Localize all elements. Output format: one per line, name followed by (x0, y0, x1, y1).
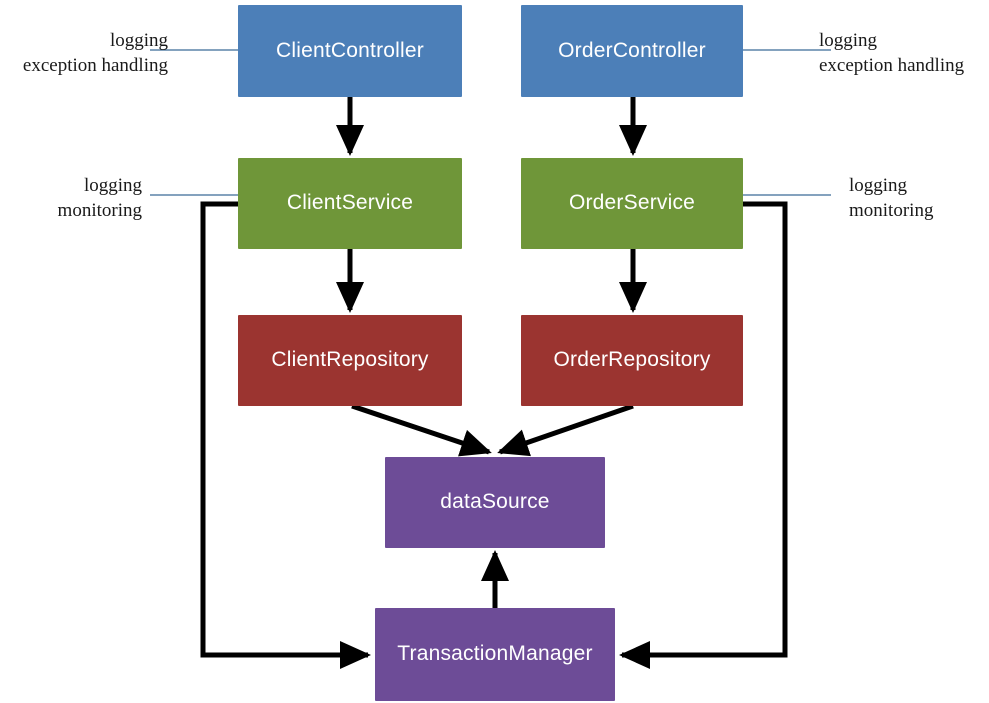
node-client-repository[interactable]: ClientRepository (238, 315, 462, 406)
annotation-right-service-concerns: logging monitoring (849, 175, 934, 222)
edge-client-repository-to-data-source (351, 403, 492, 457)
node-label-client-repository: ClientRepository (271, 348, 429, 372)
node-client-service[interactable]: ClientService (238, 158, 462, 249)
node-label-order-service: OrderService (568, 191, 696, 215)
edge-client-service-to-transaction-manager (200, 201, 372, 670)
annotation-right-controller-concerns: logging exception handling (819, 30, 965, 77)
node-label-order-repository: OrderRepository (553, 348, 711, 372)
node-label-client-service: ClientService (286, 191, 414, 215)
edge-order-service-to-transaction-manager (618, 201, 788, 669)
node-client-controller[interactable]: ClientController (238, 5, 462, 97)
annotation-left-service-concerns: logging monitoring (57, 175, 142, 222)
node-label-client-controller: ClientController (276, 38, 424, 62)
node-label-transaction-manager: TransactionManager (397, 642, 593, 666)
node-transaction-manager[interactable]: TransactionManager (375, 608, 615, 701)
node-label-order-controller: OrderController (558, 38, 706, 62)
node-order-service[interactable]: OrderService (521, 158, 743, 249)
node-order-controller[interactable]: OrderController (521, 5, 743, 97)
node-label-data-source: dataSource (440, 490, 550, 514)
node-order-repository[interactable]: OrderRepository (521, 315, 743, 406)
edge-order-repository-to-data-source (497, 403, 634, 457)
node-data-source[interactable]: dataSource (385, 457, 605, 548)
annotation-left-controller-concerns: logging exception handling (22, 30, 168, 77)
